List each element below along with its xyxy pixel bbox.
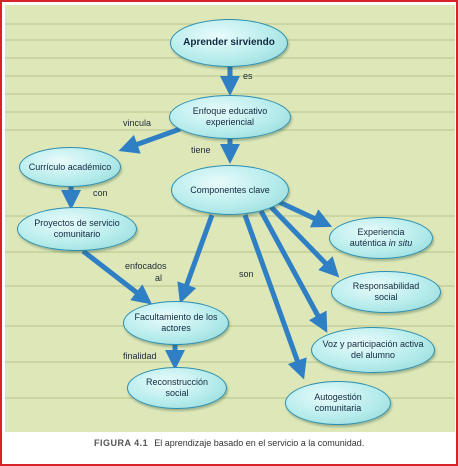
arrow-enfoque-curriculo <box>118 126 181 154</box>
arrow-componentes-autogestion <box>242 214 307 380</box>
node-enfoque-educativo: Enfoque educativo experiencial <box>169 95 291 139</box>
node-autogestion-comunitaria: Autogestión comunitaria <box>285 381 391 425</box>
node-curriculo-academico: Currículo académico <box>19 147 121 187</box>
in-situ-label: in situ <box>388 238 413 248</box>
background-text-line <box>5 325 455 327</box>
node-reconstruccion-social: Reconstrucción social <box>127 367 227 409</box>
background-text-line <box>5 215 455 217</box>
background-text-line <box>5 251 455 253</box>
arrow-proyectos-facultamiento <box>81 249 153 305</box>
edge-label-enfocados: enfocados <box>125 261 167 271</box>
node-responsabilidad-social: Responsabilidad social <box>331 271 441 313</box>
edge-label-es: es <box>243 71 253 81</box>
arrow-componentes-responsabilidad <box>269 205 340 278</box>
background-text-line <box>5 361 455 363</box>
node-componentes-clave: Componentes clave <box>171 165 289 215</box>
edge-label-finalidad: finalidad <box>123 351 157 361</box>
node-experiencia-autentica: Experiencia auténtica in situ <box>329 217 433 259</box>
arrows-layer <box>61 65 340 380</box>
diagram-area: Aprender sirviendo Enfoque educativo exp… <box>5 5 455 432</box>
figure-number: FIGURA 4.1 <box>94 438 149 448</box>
edge-label-son: son <box>239 269 254 279</box>
node-voz-participacion: Voz y participación activa del alumno <box>311 327 435 373</box>
edge-label-con: con <box>93 188 108 198</box>
node-proyectos-servicio: Proyectos de servicio comunitario <box>17 207 137 251</box>
node-aprender-sirviendo: Aprender sirviendo <box>170 19 288 67</box>
background-text-line <box>5 397 455 399</box>
background-text-line <box>5 285 455 287</box>
arrow-componentes-voz <box>258 209 328 333</box>
arrow-componentes-experiencia <box>275 198 333 228</box>
experiencia-label: Experiencia auténtica <box>349 227 405 248</box>
edge-label-tiene: tiene <box>191 145 211 155</box>
node-facultamiento-actores: Facultamiento de los actores <box>123 301 229 345</box>
edge-label-vincula: vincula <box>123 118 152 128</box>
caption-text: El aprendizaje basado en el servicio a l… <box>154 438 365 448</box>
figure-caption: FIGURA 4.1 El aprendizaje basado en el se… <box>94 438 364 448</box>
edge-label-al: al <box>155 273 163 283</box>
arrow-componentes-facultamiento <box>177 214 215 304</box>
